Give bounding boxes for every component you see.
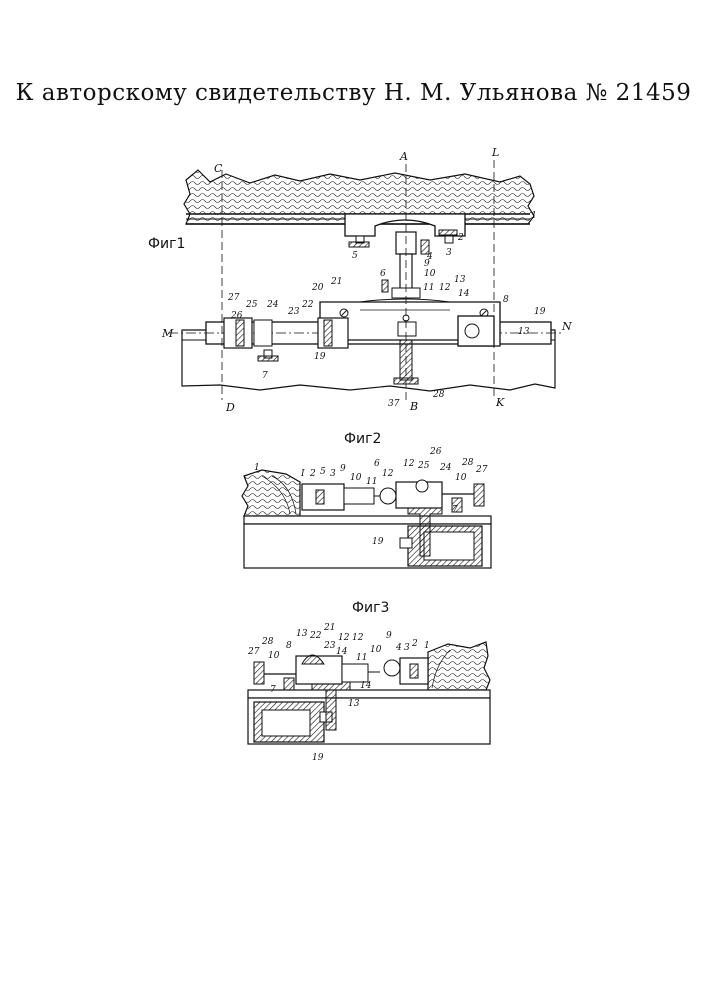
fig1-num-24: 24 [266, 300, 279, 310]
fig2-num-11: 11 [366, 477, 377, 487]
fig1-letter-k: K [495, 396, 505, 409]
fig1-num-25: 25 [245, 300, 258, 310]
fig1-num-7: 7 [262, 371, 268, 381]
fig1-num-9: 9 [424, 259, 430, 269]
fig3-num-21: 21 [323, 623, 335, 633]
fig1-num-2: 2 [457, 233, 464, 243]
fig2-num-7: 7 [452, 505, 458, 515]
fig3-num-27: 27 [247, 647, 260, 657]
fig1-num-22: 22 [301, 300, 314, 310]
fig2-num-10: 10 [350, 473, 362, 483]
fig1-num-10: 10 [424, 269, 436, 279]
fig3-num-28: 28 [261, 637, 274, 647]
fig1-num-5: 5 [352, 251, 358, 261]
fig1-num-12: 12 [439, 283, 451, 293]
fig3-num-12: 12 [338, 633, 350, 643]
fig1-num-37: 37 [388, 399, 400, 409]
fig2-num-27: 27 [475, 465, 488, 475]
figure-3-title: Фиг3 [352, 600, 389, 616]
fig1-num-3: 3 [446, 248, 452, 258]
fig1-num-28: 28 [432, 390, 445, 400]
fig1-num-14: 14 [458, 289, 470, 299]
fig2-num-i: I [300, 469, 305, 479]
fig1-num-6: 6 [380, 269, 386, 279]
figure-2: Фиг2 1 I 2 5 3 9 6 10 11 12 [242, 431, 491, 568]
figure-1: Фиг1 [148, 146, 572, 414]
fig1-letter-l: L [491, 146, 499, 159]
fig1-letter-n: N [561, 320, 572, 333]
fig3-num-19: 19 [312, 753, 324, 763]
fig3-num-8: 8 [286, 641, 292, 651]
fig3-num-22: 22 [309, 631, 322, 641]
fig2-num-28: 28 [461, 458, 474, 468]
fig3-num-14b: 14 [360, 681, 372, 691]
fig2-num-24: 24 [439, 463, 452, 473]
fig3-num-3: 3 [404, 643, 410, 653]
fig2-num-19: 19 [372, 537, 384, 547]
fig1-num-26: 26 [230, 311, 243, 321]
fig2-num-3: 3 [330, 469, 336, 479]
fig3-num-7: 7 [270, 685, 276, 695]
figure-1-title: Фиг1 [148, 236, 185, 252]
fig3-num-1: 1 [424, 641, 430, 651]
fig2-num-10b: 10 [455, 473, 467, 483]
fig1-letter-b: B [409, 400, 418, 413]
fig3-num-13: 13 [296, 629, 308, 639]
fig2-num-5: 5 [320, 467, 326, 477]
fig3-num-4: 4 [395, 643, 402, 653]
fig1-letter-m: M [161, 327, 174, 340]
fig3-num-10: 10 [268, 651, 280, 661]
fig3-num-9: 9 [386, 631, 392, 641]
fig1-num-23: 23 [287, 307, 300, 317]
fig1-num-8: 8 [503, 295, 509, 305]
fig1-num-11: 11 [423, 283, 434, 293]
fig1-num-19: 19 [534, 307, 546, 317]
fig2-num-2: 2 [309, 469, 316, 479]
fig3-num-2: 2 [411, 639, 418, 649]
fig1-num-20: 20 [311, 283, 324, 293]
fig2-num-25: 25 [417, 461, 430, 471]
fig3-num-14: 14 [336, 647, 348, 657]
fig2-num-26: 26 [429, 447, 442, 457]
fig2-num-1: 1 [254, 463, 260, 473]
fig2-num-12b: 12 [403, 459, 415, 469]
fig2-num-12: 12 [382, 469, 394, 479]
fig1-letter-c: C [214, 162, 223, 175]
fig3-num-23: 23 [323, 641, 336, 651]
figure-3: Фиг3 28 27 10 8 13 21 22 12 23 14 [247, 600, 490, 763]
fig3-num-12b: 12 [352, 633, 364, 643]
fig1-num-21: 21 [330, 277, 342, 287]
fig3-num-10b: 10 [370, 645, 382, 655]
fig1-letter-a: A [399, 150, 408, 163]
fig2-num-6: 6 [374, 459, 380, 469]
figure-2-title: Фиг2 [344, 431, 381, 447]
fig1-num-27: 27 [227, 293, 240, 303]
fig1-letter-d: D [225, 401, 235, 414]
fig1-num-13: 13 [454, 275, 466, 285]
fig1-num-13b: 13 [518, 327, 530, 337]
fig1-num-1: 1 [531, 211, 537, 221]
fig1-num-19b: 19 [314, 352, 326, 362]
fig3-num-13b: 13 [348, 699, 360, 709]
fig2-num-9: 9 [340, 464, 346, 474]
fig3-num-11: 11 [356, 653, 367, 663]
